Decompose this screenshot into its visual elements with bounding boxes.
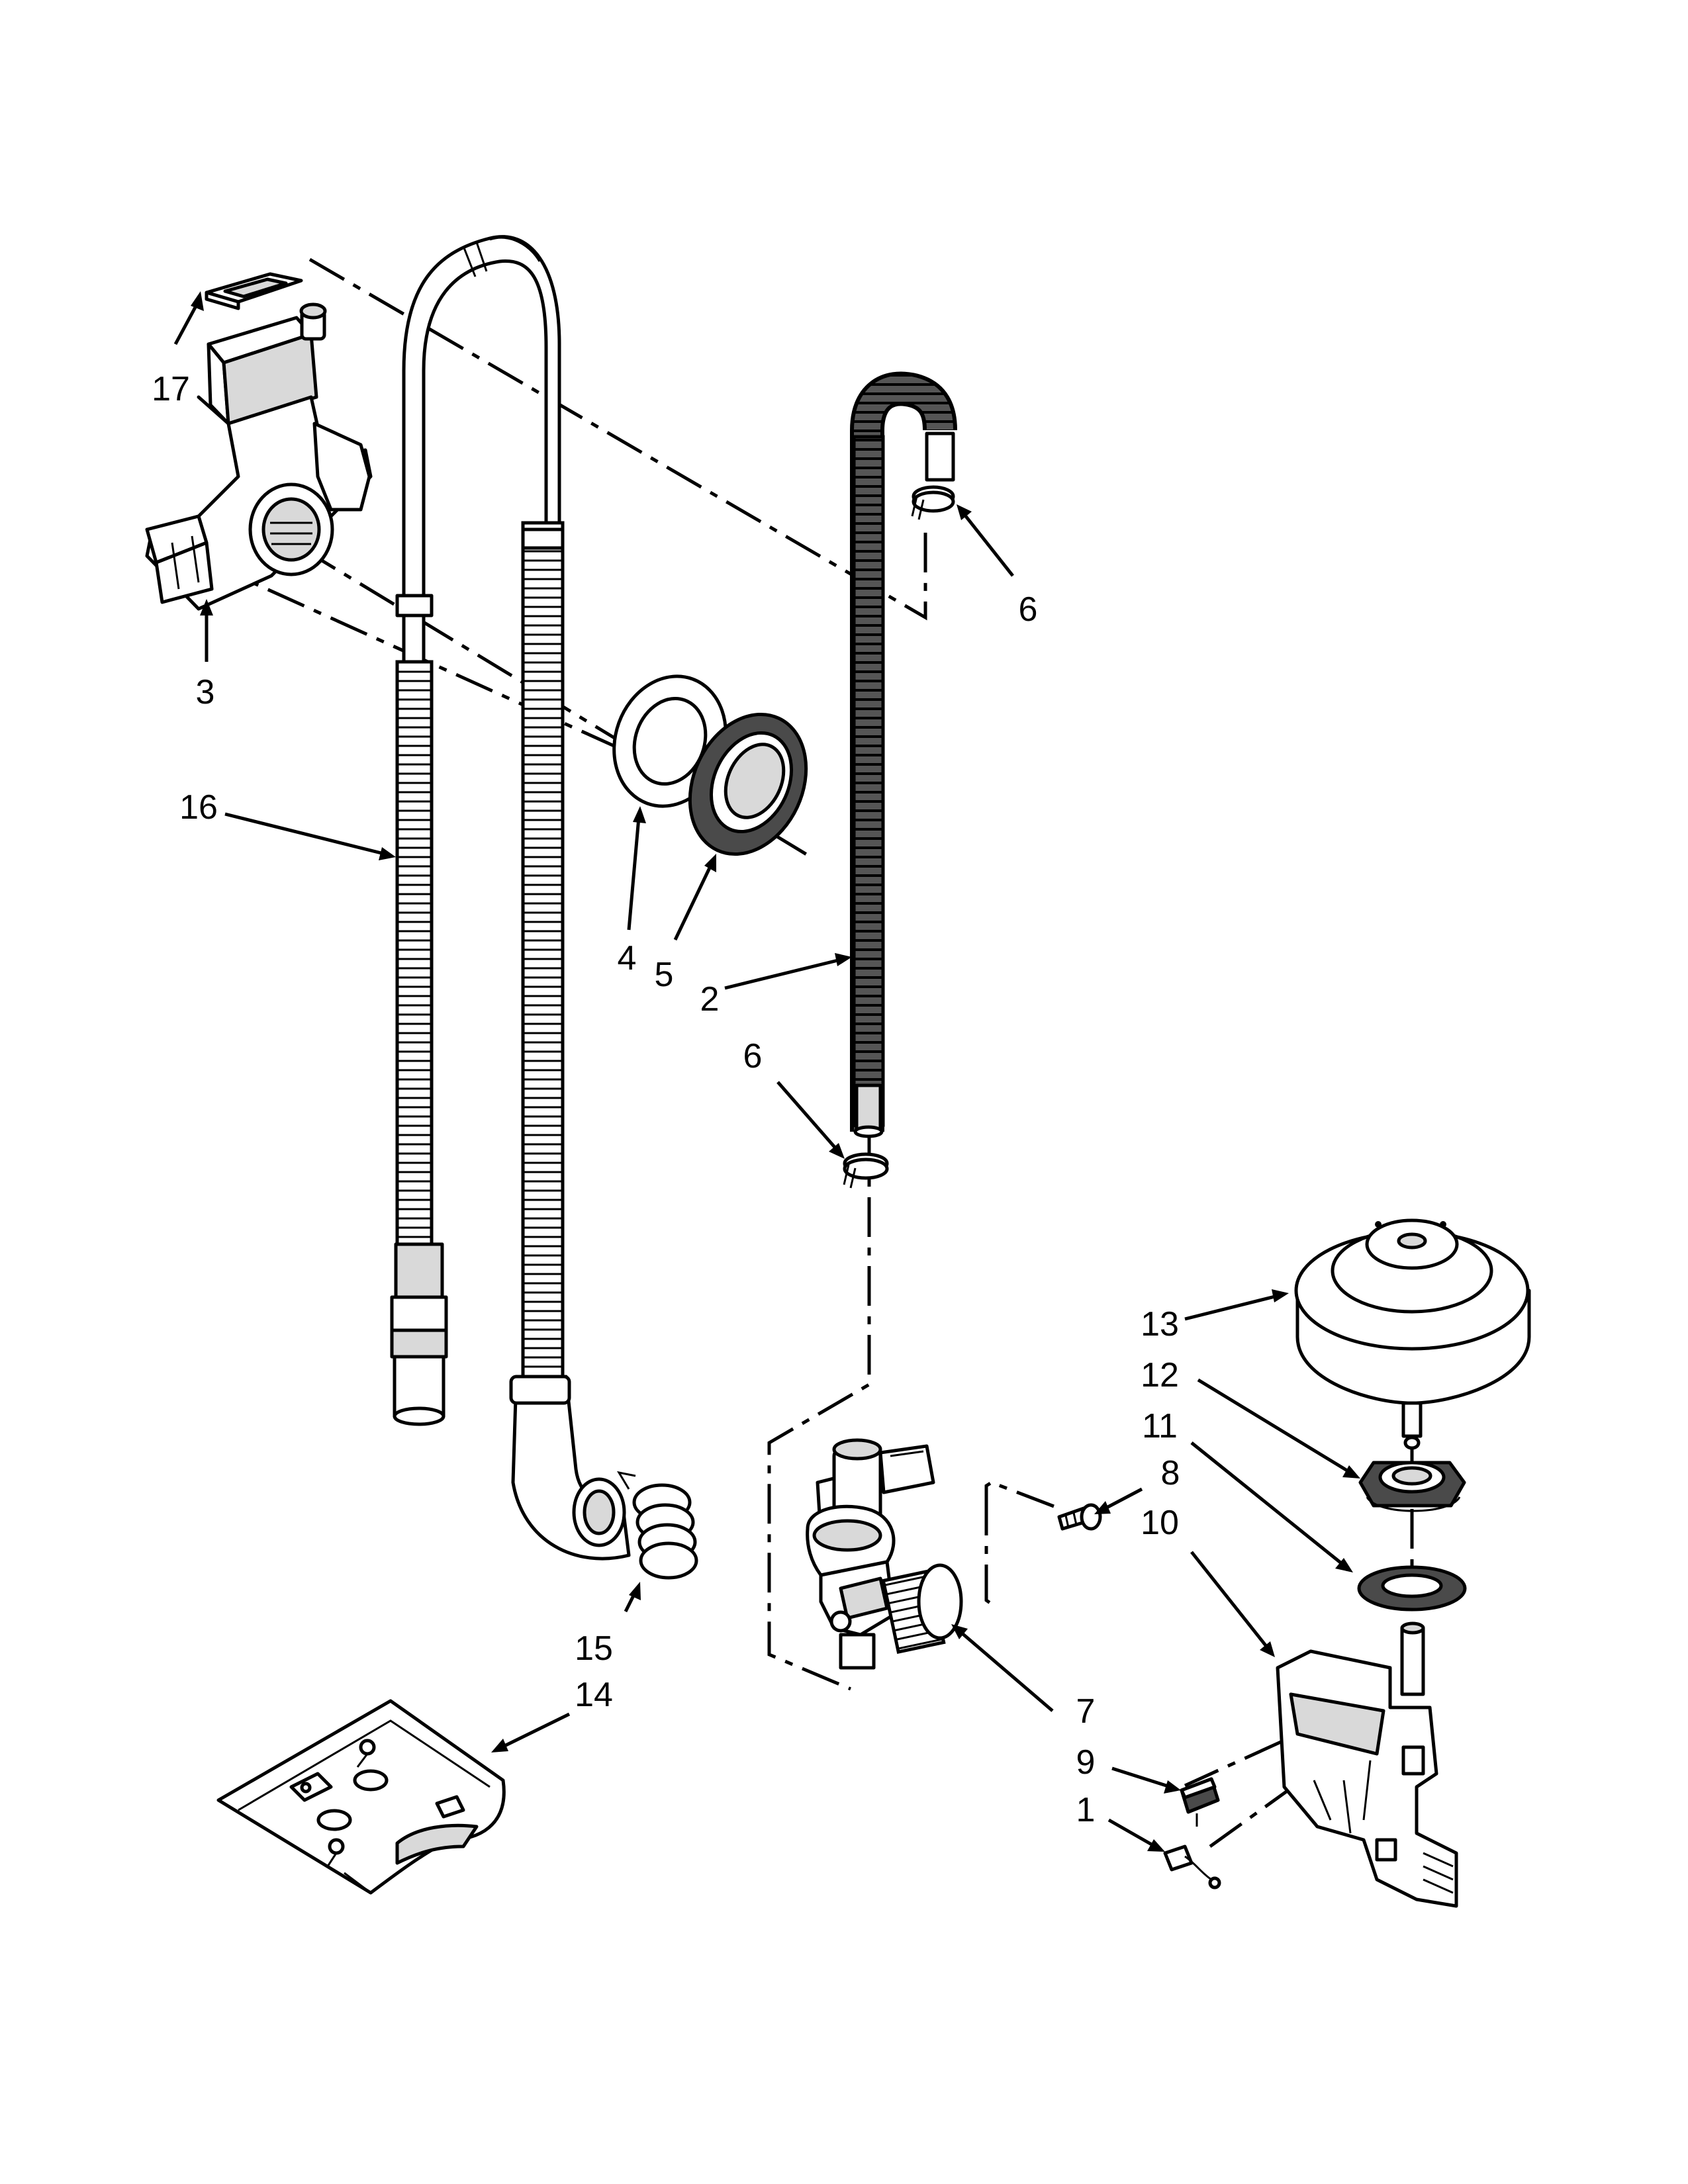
callout-1: 1 xyxy=(1076,1791,1096,1829)
part-11-float-gasket xyxy=(1357,1565,1467,1612)
arrow-6b xyxy=(776,1081,845,1159)
part-15-spring-clamp xyxy=(616,1471,698,1580)
arrow-4 xyxy=(627,806,646,931)
callout-11: 11 xyxy=(1142,1407,1178,1445)
part-1-harness xyxy=(1163,1844,1221,1889)
part-6-clamp-lower xyxy=(843,1152,889,1189)
part-2-fill-hose xyxy=(850,371,957,1138)
part-9-switch xyxy=(1180,1777,1220,1827)
arrow-12 xyxy=(1197,1378,1360,1479)
arrow-11 xyxy=(1190,1441,1353,1572)
part-16-drain-hose xyxy=(390,235,631,1561)
arrow-10 xyxy=(1190,1551,1275,1657)
callout-13: 13 xyxy=(1141,1305,1179,1343)
part-5-nut xyxy=(688,712,808,856)
callout-16: 16 xyxy=(179,788,218,827)
arrow-9 xyxy=(1111,1766,1181,1794)
callout-12: 12 xyxy=(1141,1356,1179,1394)
leader-arrows xyxy=(173,291,1360,1852)
arrow-7 xyxy=(951,1624,1054,1712)
arrow-8 xyxy=(1094,1487,1143,1514)
part-14-parts-bag xyxy=(216,1699,506,1895)
part-8-screw xyxy=(1057,1503,1102,1531)
part-10-float-bracket xyxy=(1276,1621,1458,1908)
part-12-float-nut xyxy=(1358,1461,1466,1512)
callout-6-upper: 6 xyxy=(1019,590,1038,629)
part-3-vent-housing xyxy=(145,302,373,611)
arrow-17 xyxy=(173,291,204,345)
callout-4: 4 xyxy=(618,939,637,978)
callout-2: 2 xyxy=(700,980,720,1019)
arrow-3 xyxy=(200,599,213,662)
callout-labels: 17 3 16 6 4 5 2 6 13 12 11 8 10 15 14 7 … xyxy=(152,370,1180,1829)
callout-15: 15 xyxy=(575,1629,613,1668)
assembly-guide-lines xyxy=(204,257,1414,1848)
callout-14: 14 xyxy=(575,1676,613,1714)
callout-9: 9 xyxy=(1076,1743,1096,1782)
callout-10: 10 xyxy=(1141,1504,1179,1542)
arrow-15 xyxy=(624,1582,641,1613)
arrow-14 xyxy=(491,1712,571,1752)
callout-17: 17 xyxy=(152,370,190,408)
part-7-inlet-valve xyxy=(806,1438,963,1670)
callout-5: 5 xyxy=(655,956,674,994)
arrow-6a xyxy=(957,504,1014,577)
arrow-5 xyxy=(673,854,716,941)
callout-3: 3 xyxy=(196,673,215,711)
arrow-2 xyxy=(724,953,852,990)
part-6-clamp-upper xyxy=(911,485,955,520)
arrow-13 xyxy=(1184,1289,1289,1321)
part-13-float xyxy=(1294,1218,1531,1450)
arrow-1 xyxy=(1107,1818,1165,1852)
callout-6-lower: 6 xyxy=(743,1037,763,1075)
callout-8: 8 xyxy=(1161,1454,1180,1492)
callout-7: 7 xyxy=(1076,1692,1096,1731)
arrow-16 xyxy=(224,812,396,860)
part-17-cover xyxy=(205,272,303,310)
